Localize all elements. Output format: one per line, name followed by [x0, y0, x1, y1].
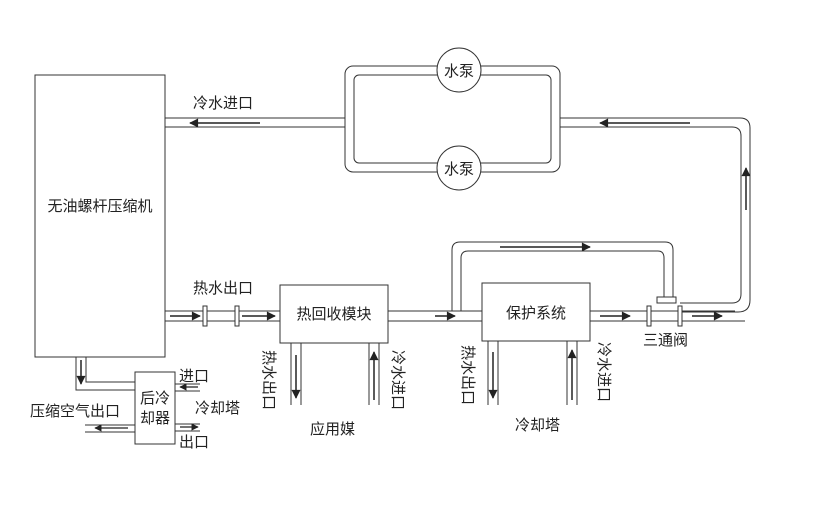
- compressor-label: 无油螺杆压缩机: [47, 197, 152, 215]
- valve-3: [646, 305, 652, 327]
- pipe-right-outer: [560, 117, 751, 313]
- pump-bottom-label: 水泵: [444, 160, 474, 178]
- hr-hot-outlet-label: 热水出口: [260, 350, 278, 410]
- aftercooler-box: [134, 371, 176, 445]
- heat-recovery-box: [279, 284, 389, 344]
- ac-cooling-tower-label: 冷却塔: [195, 399, 240, 417]
- ps-cold-inlet-label: 冷水进口: [595, 342, 613, 402]
- ac-inlet-label: 进口: [179, 367, 209, 385]
- protection-system-label: 保护系统: [506, 304, 566, 322]
- hr-cold-inlet-label: 冷水进口: [389, 350, 407, 410]
- aftercooler-label-1: 后冷: [140, 389, 170, 407]
- compressed-air-outlet-label: 压缩空气出口: [30, 402, 120, 420]
- protection-system-box: [481, 282, 591, 342]
- pump-top-label: 水泵: [444, 62, 474, 80]
- bypass-outer: [451, 241, 674, 311]
- three-way-valve-label: 三通阀: [643, 331, 688, 349]
- protection-cold-pipe: [566, 341, 578, 405]
- heat-recovery-cold-pipe: [368, 343, 380, 405]
- aftercooler-pipe: [75, 357, 135, 391]
- ps-hot-outlet-label: 热水出口: [459, 345, 477, 405]
- pump-bottom-icon: [436, 145, 482, 191]
- pipe-right-mid-3: [680, 310, 745, 322]
- valve-4: [677, 305, 683, 327]
- heat-recovery-hot-pipe: [290, 343, 302, 405]
- valve-2: [234, 305, 240, 327]
- cold-water-inlet-label: 冷水进口: [193, 94, 253, 112]
- aftercooler-label-2: 却器: [140, 409, 170, 427]
- pump-top-icon: [436, 47, 482, 93]
- bypass-inner: [460, 250, 665, 311]
- pipe-right-inner: [560, 126, 742, 304]
- ac-inlet-pipe: [175, 383, 200, 392]
- ac-outlet-label: 出口: [179, 433, 209, 451]
- cooling-tower-bottom-label: 冷却塔: [515, 416, 560, 434]
- protection-hot-pipe: [487, 341, 499, 405]
- three-way-valve-icon: [656, 296, 677, 304]
- valve-1: [202, 305, 208, 327]
- heat-recovery-label: 热回收模块: [296, 305, 371, 323]
- compressed-air-pipe: [85, 424, 135, 433]
- application-medium-label: 应用媒: [310, 420, 355, 438]
- compressor-box: [34, 74, 166, 358]
- hot-water-outlet-label: 热水出口: [193, 279, 253, 297]
